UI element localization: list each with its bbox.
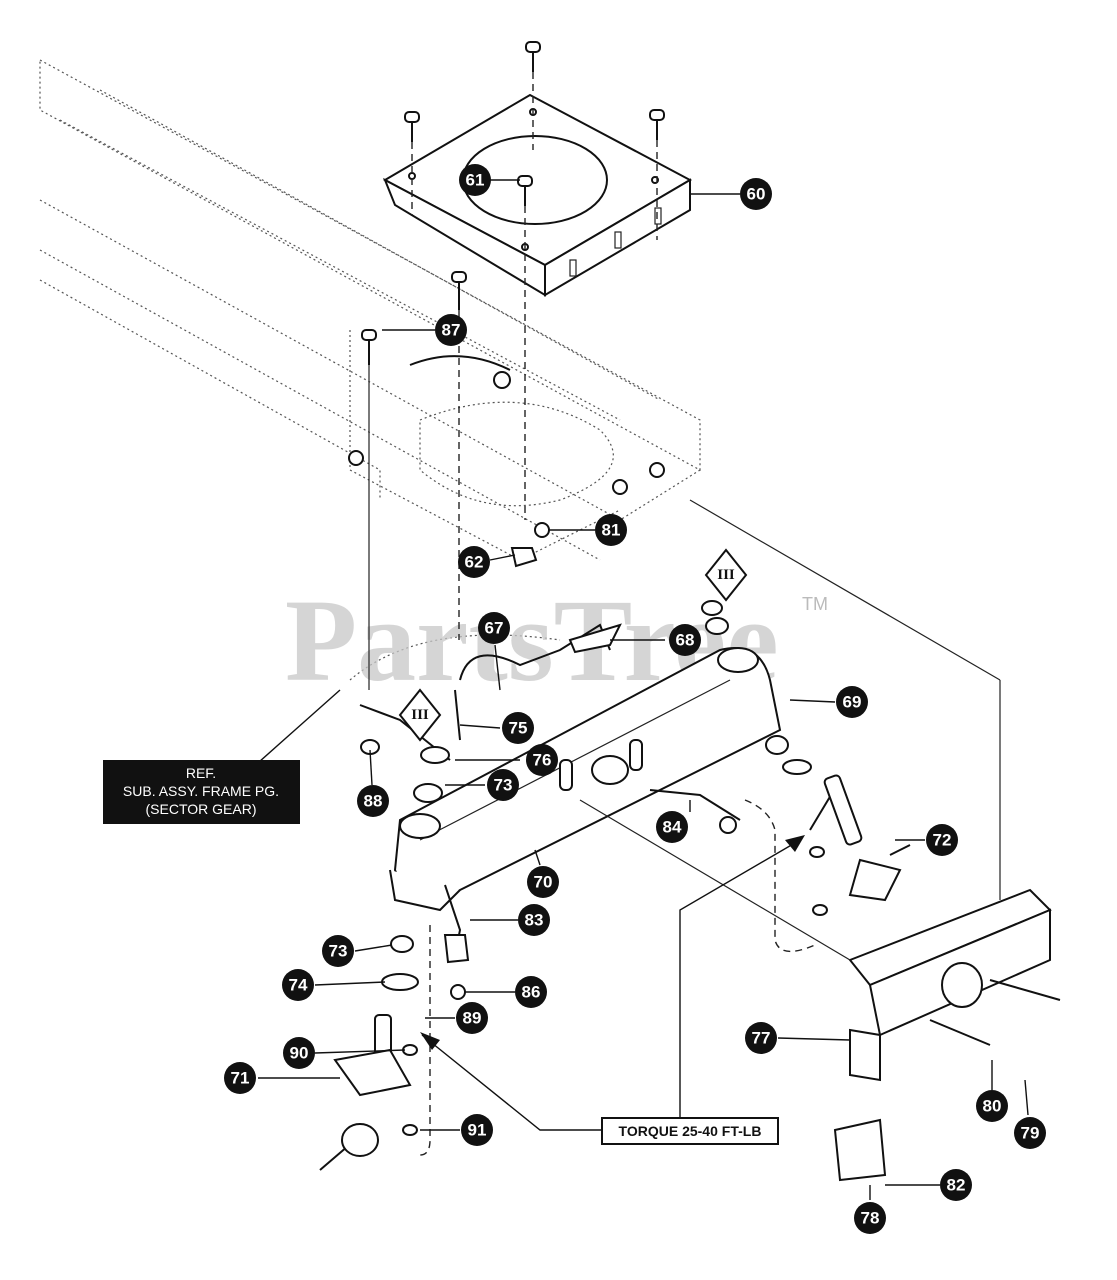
callout-80: 80 <box>976 1090 1008 1122</box>
svg-text:83: 83 <box>525 911 544 930</box>
reference-note-box: REF. SUB. ASSY. FRAME PG. (SECTOR GEAR) <box>103 689 341 824</box>
callout-84: 84 <box>656 811 688 843</box>
callout-74: 74 <box>282 969 314 1001</box>
svg-text:61: 61 <box>466 171 485 190</box>
callout-77: 77 <box>745 1022 777 1054</box>
svg-text:69: 69 <box>843 693 862 712</box>
svg-text:88: 88 <box>364 792 383 811</box>
roman-marks: III III <box>398 548 748 742</box>
svg-text:67: 67 <box>485 619 504 638</box>
svg-text:71: 71 <box>231 1069 250 1088</box>
callout-88: 88 <box>357 785 389 817</box>
callouts: 60 61 62 67 68 69 70 71 72 73 73 74 75 7… <box>224 164 1046 1234</box>
alignment-paths <box>419 799 816 1156</box>
callout-67: 67 <box>478 612 510 644</box>
callout-86: 86 <box>515 976 547 1008</box>
callout-81: 81 <box>595 514 627 546</box>
reference-note-line1: REF. <box>186 765 216 781</box>
torque-note-box: TORQUE 25-40 FT-LB <box>420 835 805 1145</box>
callout-82: 82 <box>940 1169 972 1201</box>
svg-text:91: 91 <box>468 1121 487 1140</box>
svg-text:89: 89 <box>463 1009 482 1028</box>
callout-83: 83 <box>518 904 550 936</box>
svg-text:87: 87 <box>442 321 461 340</box>
reference-note-line3: (SECTOR GEAR) <box>146 801 257 817</box>
roman-mark-2: III <box>411 707 429 723</box>
svg-text:68: 68 <box>676 631 695 650</box>
frame-reference-outline <box>39 58 701 681</box>
svg-text:73: 73 <box>494 776 513 795</box>
callout-89: 89 <box>456 1002 488 1034</box>
callout-62: 62 <box>458 546 490 578</box>
linkage-rods <box>359 623 741 1000</box>
callout-71: 71 <box>224 1062 256 1094</box>
callout-91: 91 <box>461 1114 493 1146</box>
callout-76: 76 <box>526 744 558 776</box>
mounting-plate <box>382 93 693 297</box>
watermark-trademark: TM <box>802 594 828 614</box>
callout-79: 79 <box>1014 1117 1046 1149</box>
svg-text:72: 72 <box>933 831 952 850</box>
spindles <box>319 774 911 1171</box>
callout-73-upper: 73 <box>487 769 519 801</box>
svg-text:78: 78 <box>861 1209 880 1228</box>
callout-75: 75 <box>502 712 534 744</box>
reference-note-line2: SUB. ASSY. FRAME PG. <box>123 783 279 799</box>
callout-90: 90 <box>283 1037 315 1069</box>
svg-text:73: 73 <box>329 942 348 961</box>
callout-73-lower: 73 <box>322 935 354 967</box>
bracket <box>579 499 1061 1182</box>
callout-leaders <box>258 179 1029 1200</box>
callout-69: 69 <box>836 686 868 718</box>
svg-text:84: 84 <box>663 818 682 837</box>
svg-text:86: 86 <box>522 983 541 1002</box>
svg-text:82: 82 <box>947 1176 966 1195</box>
callout-72: 72 <box>926 824 958 856</box>
callout-70: 70 <box>527 866 559 898</box>
svg-text:79: 79 <box>1021 1124 1040 1143</box>
frame-bolts <box>348 271 665 690</box>
svg-text:74: 74 <box>289 976 308 995</box>
roman-mark-1: III <box>717 567 735 583</box>
callout-87: 87 <box>435 314 467 346</box>
callout-68: 68 <box>669 624 701 656</box>
svg-text:75: 75 <box>509 719 528 738</box>
svg-text:80: 80 <box>983 1097 1002 1116</box>
callout-60: 60 <box>740 178 772 210</box>
callout-78: 78 <box>854 1202 886 1234</box>
plate-bolts <box>404 41 665 520</box>
svg-text:62: 62 <box>465 553 484 572</box>
callout-61: 61 <box>459 164 491 196</box>
svg-text:77: 77 <box>752 1029 771 1048</box>
axle-beam <box>389 647 782 912</box>
svg-text:60: 60 <box>747 185 766 204</box>
washers <box>360 600 828 1136</box>
torque-note-text: TORQUE 25-40 FT-LB <box>619 1123 762 1139</box>
svg-text:90: 90 <box>290 1044 309 1063</box>
svg-text:76: 76 <box>533 751 552 770</box>
svg-text:81: 81 <box>602 521 621 540</box>
svg-text:70: 70 <box>534 873 553 892</box>
